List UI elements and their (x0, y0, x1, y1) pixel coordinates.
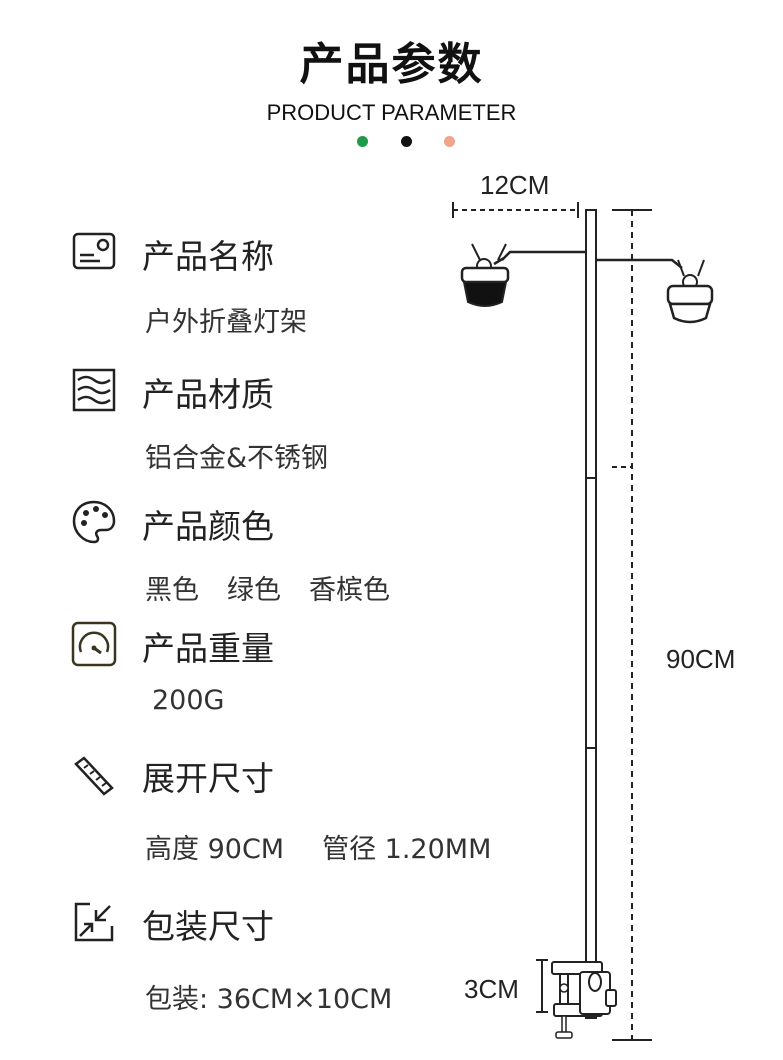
spec-label-color: 产品颜色 (142, 507, 274, 546)
dot-green (357, 136, 368, 147)
color-option-champagne: 香槟色 (309, 575, 390, 606)
height-label: 90CM (666, 644, 736, 674)
arm-width-label: 12CM (480, 170, 550, 200)
page-title: 产品参数 (299, 39, 484, 90)
spec-value-weight: 200G (152, 685, 225, 716)
color-option-green: 绿色 (227, 575, 281, 606)
compress-arrows-icon (70, 898, 118, 946)
spec-value-package-size: 包装: 36CM×10CM (145, 984, 393, 1015)
spec-label-material: 产品材质 (142, 375, 274, 414)
lamp-stand-diagram: 12CM 90CM 3CM (420, 160, 783, 1060)
dot-peach (444, 136, 455, 147)
spec-label-name: 产品名称 (142, 237, 274, 276)
expanded-height: 高度 90CM (145, 834, 285, 865)
spec-value-colors: 黑色绿色香槟色 (145, 568, 390, 607)
id-card-icon (70, 228, 118, 276)
spec-label-expanded-size: 展开尺寸 (142, 759, 274, 798)
spec-value-expanded-size: 高度 90CM 管径 1.20MM (145, 827, 491, 866)
spec-label-package-size: 包装尺寸 (142, 907, 274, 946)
spec-value-name: 户外折叠灯架 (145, 307, 307, 338)
dot-black (401, 136, 412, 147)
ruler-icon (70, 752, 118, 800)
gauge-icon (70, 620, 118, 668)
tube-diameter: 管径 1.20MM (322, 834, 492, 865)
wave-material-icon (70, 366, 118, 414)
spec-value-material: 铝合金&不锈钢 (145, 443, 329, 474)
spec-label-weight: 产品重量 (142, 629, 274, 668)
clamp-size-label: 3CM (464, 974, 519, 1004)
color-option-black: 黑色 (145, 575, 199, 606)
lamp-stand-drawing (452, 202, 714, 1041)
color-dots (0, 136, 783, 148)
palette-icon (70, 498, 118, 546)
page-subtitle: PRODUCT PARAMETER (266, 100, 517, 125)
